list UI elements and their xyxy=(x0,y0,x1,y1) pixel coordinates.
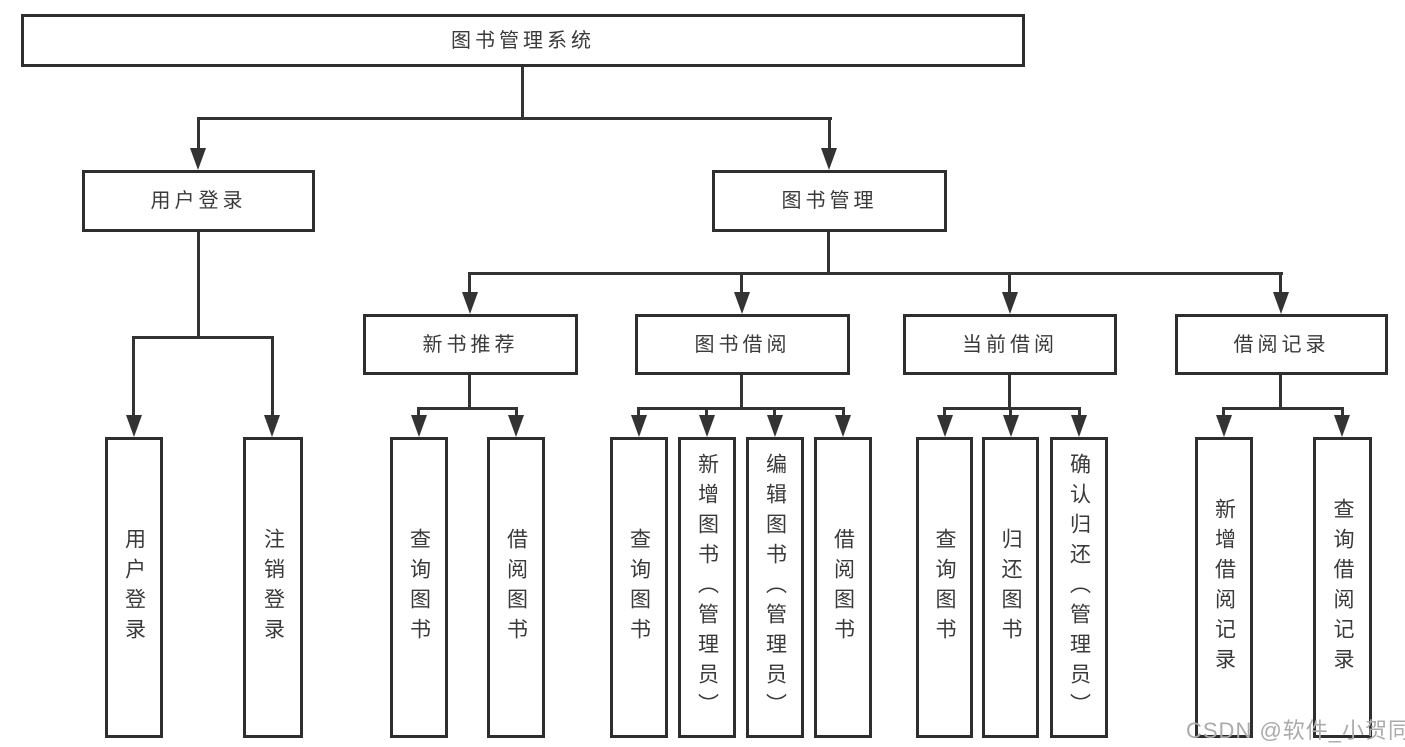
connector-drop-cb-confirm xyxy=(1078,407,1081,417)
arrow-down-icon xyxy=(821,148,837,170)
node-leaf-bb-query-books-label: 查询图书 xyxy=(627,527,651,648)
connector-book-borrow-stem xyxy=(740,375,743,407)
node-library-system-label: 图书管理系统 xyxy=(451,29,595,52)
arrow-down-icon xyxy=(1003,415,1019,437)
connector-cur-borrow-bar xyxy=(943,407,1081,410)
node-leaf-br-query-record-label: 查询借阅记录 xyxy=(1331,497,1354,678)
node-leaf-bb-edit-books-label: 编辑图书（管理员） xyxy=(763,452,787,723)
node-borrow-record: 借阅记录 xyxy=(1175,314,1388,375)
connector-root-stem xyxy=(521,67,524,117)
node-borrow-record-label: 借阅记录 xyxy=(1233,333,1330,356)
arrow-down-icon xyxy=(1334,415,1350,437)
connector-user-login-stem xyxy=(197,232,200,336)
connector-drop-cb-return xyxy=(1009,407,1012,417)
node-user-login: 用户登录 xyxy=(82,170,315,232)
node-leaf-bb-add-books-label: 新增图书（管理员） xyxy=(695,452,719,723)
connector-drop-borrow-rec xyxy=(1279,272,1282,294)
connector-drop-new-rec xyxy=(468,272,471,294)
node-leaf-bb-query-books: 查询图书 xyxy=(610,437,668,738)
connector-drop-br-query xyxy=(1341,407,1344,417)
connector-borrow-rec-stem xyxy=(1279,375,1282,407)
connector-user-login-bar xyxy=(132,336,274,339)
node-leaf-rec-query-books-label: 查询图书 xyxy=(407,527,431,648)
node-leaf-logout: 注销登录 xyxy=(243,437,303,738)
connector-cur-borrow-stem xyxy=(1008,375,1011,407)
arrow-down-icon xyxy=(126,415,142,437)
node-leaf-user-login-label: 用户登录 xyxy=(122,527,146,648)
connector-borrow-rec-bar xyxy=(1222,407,1344,410)
node-leaf-cb-return-books: 归还图书 xyxy=(982,437,1039,738)
node-leaf-cb-confirm-return: 确认归还（管理员） xyxy=(1050,437,1108,738)
node-leaf-bb-add-books: 新增图书（管理员） xyxy=(678,437,736,738)
arrow-down-icon xyxy=(835,415,851,437)
connector-drop-user-login xyxy=(197,117,200,150)
arrow-down-icon xyxy=(767,415,783,437)
node-leaf-br-add-record-label: 新增借阅记录 xyxy=(1212,497,1236,678)
arrow-down-icon xyxy=(508,415,524,437)
node-library-system: 图书管理系统 xyxy=(21,14,1025,67)
arrow-down-icon xyxy=(699,415,715,437)
connector-book-borrow-bar xyxy=(637,407,845,410)
node-leaf-user-login: 用户登录 xyxy=(105,437,163,738)
arrow-down-icon xyxy=(937,415,953,437)
arrow-down-icon xyxy=(734,292,750,314)
node-leaf-rec-borrow-books-label: 借阅图书 xyxy=(504,527,528,648)
connector-new-rec-stem xyxy=(468,375,471,407)
node-book-mgmt: 图书管理 xyxy=(712,170,947,232)
node-current-borrow-label: 当前借阅 xyxy=(962,333,1058,356)
arrow-down-icon xyxy=(631,415,647,437)
node-book-borrow-label: 图书借阅 xyxy=(694,333,791,356)
connector-drop-cb-query xyxy=(943,407,946,417)
connector-book-mgmt-stem xyxy=(827,232,830,272)
connector-drop-logout xyxy=(271,336,274,417)
connector-drop-book-borrow xyxy=(740,272,743,294)
node-leaf-cb-query-books: 查询图书 xyxy=(916,437,973,738)
node-leaf-rec-query-books: 查询图书 xyxy=(390,437,448,738)
connector-new-rec-bar xyxy=(417,407,518,410)
arrow-down-icon xyxy=(1071,415,1087,437)
connector-drop-rec-query xyxy=(417,407,420,417)
node-leaf-rec-borrow-books: 借阅图书 xyxy=(487,437,545,738)
node-leaf-br-query-record: 查询借阅记录 xyxy=(1313,437,1372,738)
arrow-down-icon xyxy=(190,148,206,170)
connector-drop-login xyxy=(132,336,135,417)
node-current-borrow: 当前借阅 xyxy=(903,314,1117,375)
arrow-down-icon xyxy=(1216,415,1232,437)
connector-root-bar xyxy=(197,117,832,120)
connector-drop-cur-borrow xyxy=(1008,272,1011,294)
arrow-down-icon xyxy=(462,292,478,314)
node-leaf-bb-borrow-books-label: 借阅图书 xyxy=(831,527,855,648)
connector-book-mgmt-bar xyxy=(468,272,1283,275)
connector-drop-rec-borrow xyxy=(515,407,518,417)
node-leaf-bb-edit-books: 编辑图书（管理员） xyxy=(746,437,804,738)
arrow-down-icon xyxy=(264,415,280,437)
arrow-down-icon xyxy=(411,415,427,437)
connector-drop-bb-edit xyxy=(773,407,776,417)
node-book-mgmt-label: 图书管理 xyxy=(781,190,878,212)
arrow-down-icon xyxy=(1273,292,1289,314)
connector-drop-br-add xyxy=(1222,407,1225,417)
connector-drop-bb-add xyxy=(705,407,708,417)
node-new-book-rec: 新书推荐 xyxy=(363,314,578,375)
node-book-borrow: 图书借阅 xyxy=(635,314,850,375)
node-leaf-br-add-record: 新增借阅记录 xyxy=(1195,437,1253,738)
node-new-book-rec-label: 新书推荐 xyxy=(422,333,519,356)
connector-drop-bb-query xyxy=(637,407,640,417)
node-user-login-label: 用户登录 xyxy=(150,190,247,212)
node-leaf-bb-borrow-books: 借阅图书 xyxy=(814,437,872,738)
csdn-watermark: CSDN @软件_小贺同学 xyxy=(1186,718,1405,743)
node-leaf-cb-confirm-return-label: 确认归还（管理员） xyxy=(1067,452,1091,723)
connector-drop-bb-borrow xyxy=(842,407,845,417)
node-leaf-logout-label: 注销登录 xyxy=(261,527,285,648)
node-leaf-cb-query-books-label: 查询图书 xyxy=(933,527,956,648)
arrow-down-icon xyxy=(1002,292,1018,314)
node-leaf-cb-return-books-label: 归还图书 xyxy=(999,527,1022,648)
connector-drop-book-mgmt xyxy=(828,117,831,150)
